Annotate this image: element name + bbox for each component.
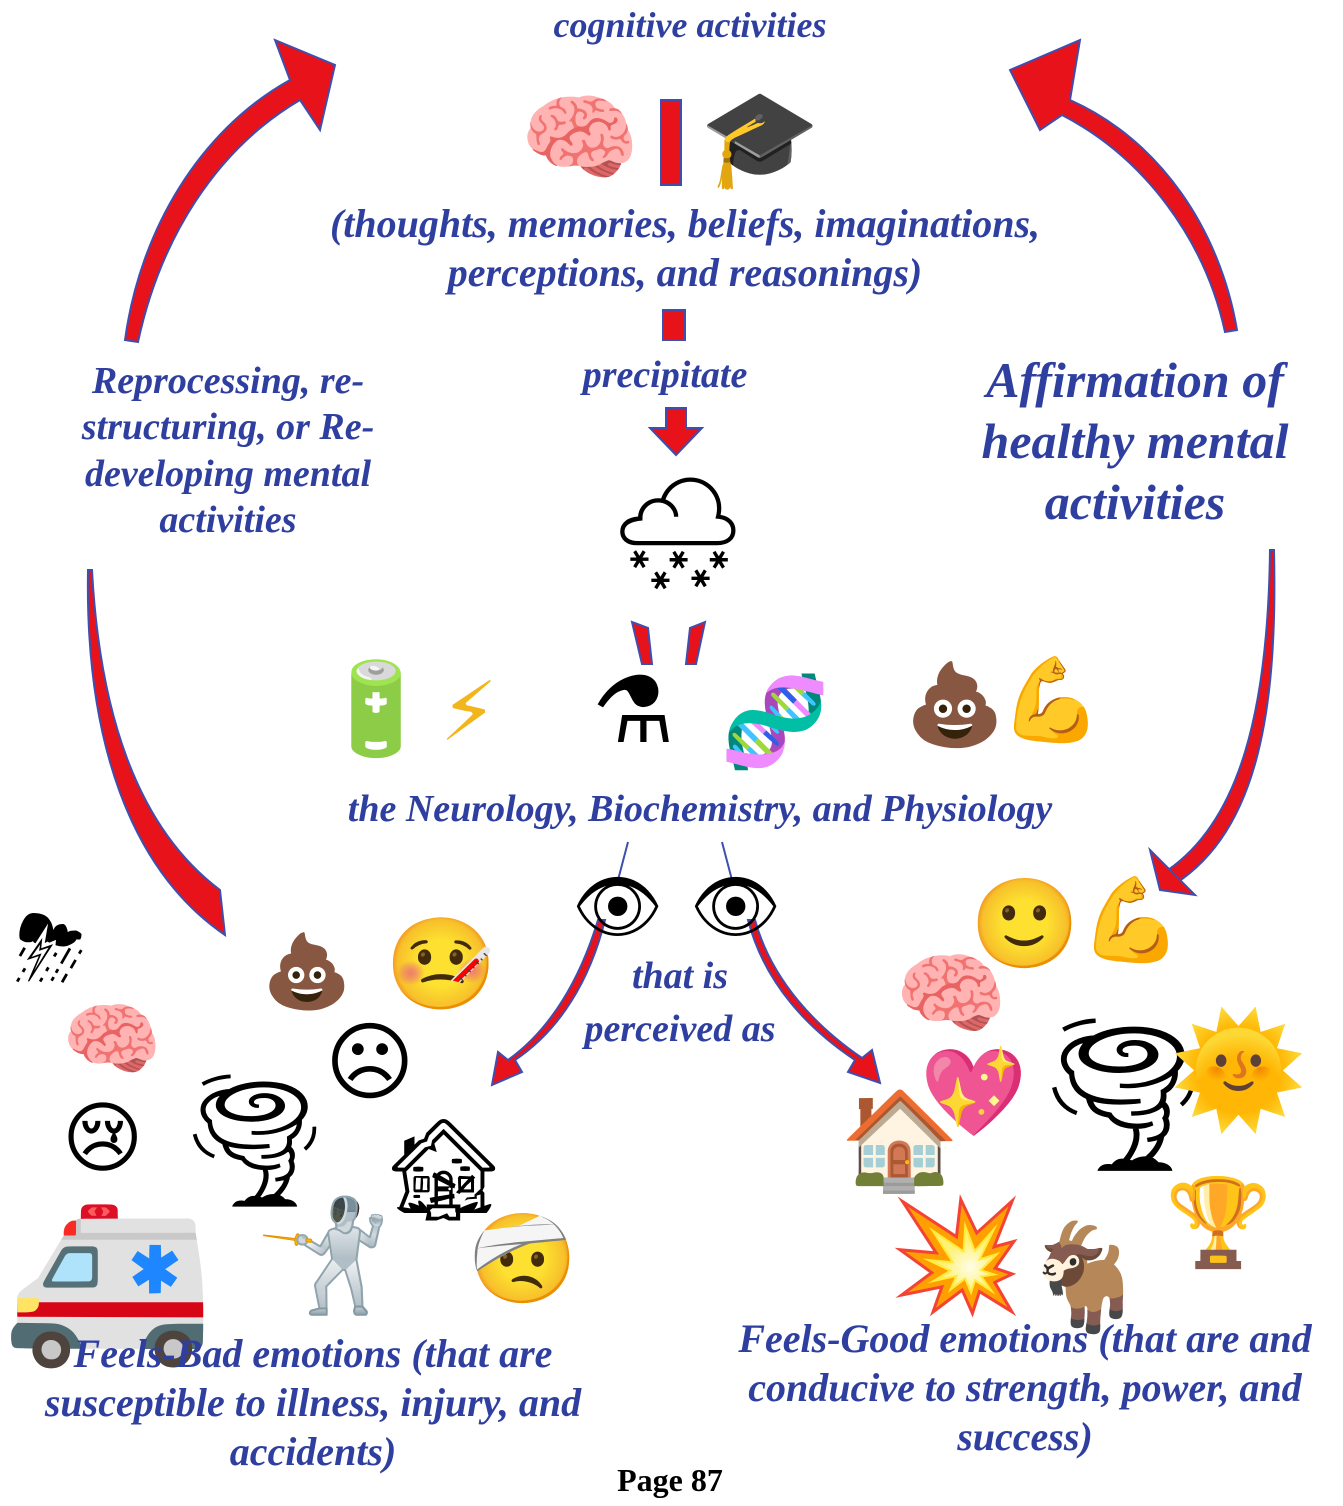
tornado-sad-icon: 🌪 xyxy=(172,1064,338,1216)
split-arrow-right xyxy=(684,620,707,665)
trophy-icon: 🏆 xyxy=(1165,1173,1273,1273)
lightning-icon: ⚡ xyxy=(440,665,498,760)
right-label: Affirmation of healthy mental activities xyxy=(981,352,1289,530)
bad-emotions-label: Feels-Bad emotions (that are susceptible… xyxy=(44,1331,582,1474)
muscle-icon: 💪 xyxy=(1000,653,1103,748)
center-bar-top xyxy=(660,99,682,186)
poop-icon: 💩 xyxy=(905,658,1005,751)
sparkling-heart-icon: 💖 xyxy=(920,1043,1028,1143)
precipitate-label: precipitate xyxy=(582,354,748,396)
crying-face-icon: 😢 xyxy=(62,1094,144,1184)
muscle-icon-good: 💪 xyxy=(1080,873,1183,968)
page-number: Page 87 xyxy=(617,1462,723,1498)
eye-icon-left: 👁 xyxy=(572,864,664,948)
cognitive-list: (thoughts, memories, beliefs, imaginatio… xyxy=(329,201,1041,295)
perceived-arrow-right xyxy=(746,919,882,1085)
bandaged-face-icon: 🤕 xyxy=(468,1207,578,1310)
frowning-face-icon: ☹ xyxy=(325,1013,415,1113)
brain-icon-good: 🧠 xyxy=(895,942,1008,1047)
sun-face-icon: 🌞 xyxy=(1170,1006,1307,1134)
arrow-lower-right xyxy=(1163,549,1276,892)
brain-lightning-icon: 🧠 xyxy=(62,993,162,1086)
battery-icon: 🔋 xyxy=(320,657,433,762)
alembic-icon: ⚗ xyxy=(592,657,675,764)
arrow-top-left xyxy=(123,38,337,344)
split-arrow-left xyxy=(630,620,654,665)
physiology-label: the Neurology, Biochemistry, and Physiol… xyxy=(347,788,1053,830)
snow-cloud-icon: 🌨 xyxy=(608,469,748,597)
tilted-house-icon: 🏚 xyxy=(380,1111,507,1228)
collision-icon: 💥 xyxy=(888,1191,1025,1319)
falling-person-icon: 🤺 xyxy=(255,1191,392,1319)
sick-poop-icon: 💩 xyxy=(262,929,352,1013)
perceived-arrow-left xyxy=(490,919,607,1087)
center-bar-mid xyxy=(662,309,686,341)
ambulance-icon: 🚑 xyxy=(2,1176,214,1374)
eye-icon-right: 👁 xyxy=(690,864,782,948)
dna-icon: 🧬 xyxy=(720,670,830,773)
precipitate-arrow xyxy=(647,407,705,457)
graduation-cap-icon: 🎓 xyxy=(700,82,820,194)
diagram-title: cognitive activities xyxy=(553,5,827,45)
arrow-lower-left xyxy=(86,569,227,938)
left-label: Reprocessing, re-structuring, or Re-deve… xyxy=(81,360,375,542)
smiling-face-icon: 🙂 xyxy=(970,872,1080,975)
tornado-happy-icon: 🌪 xyxy=(1028,1008,1219,1182)
arrow-top-right xyxy=(1008,38,1239,334)
goat-icon: 🐐 xyxy=(1020,1216,1150,1338)
storm-cloud-icon: ⛈ xyxy=(15,897,86,1000)
perceived-label: that is perceived as xyxy=(584,955,776,1051)
house-icon: 🏠 xyxy=(840,1084,960,1196)
thermometer-face-icon: 🤒 xyxy=(385,912,498,1017)
brain-icon: 🧠 xyxy=(520,82,640,194)
good-emotions-label: Feels-Good emotions (that are and conduc… xyxy=(738,1316,1312,1459)
